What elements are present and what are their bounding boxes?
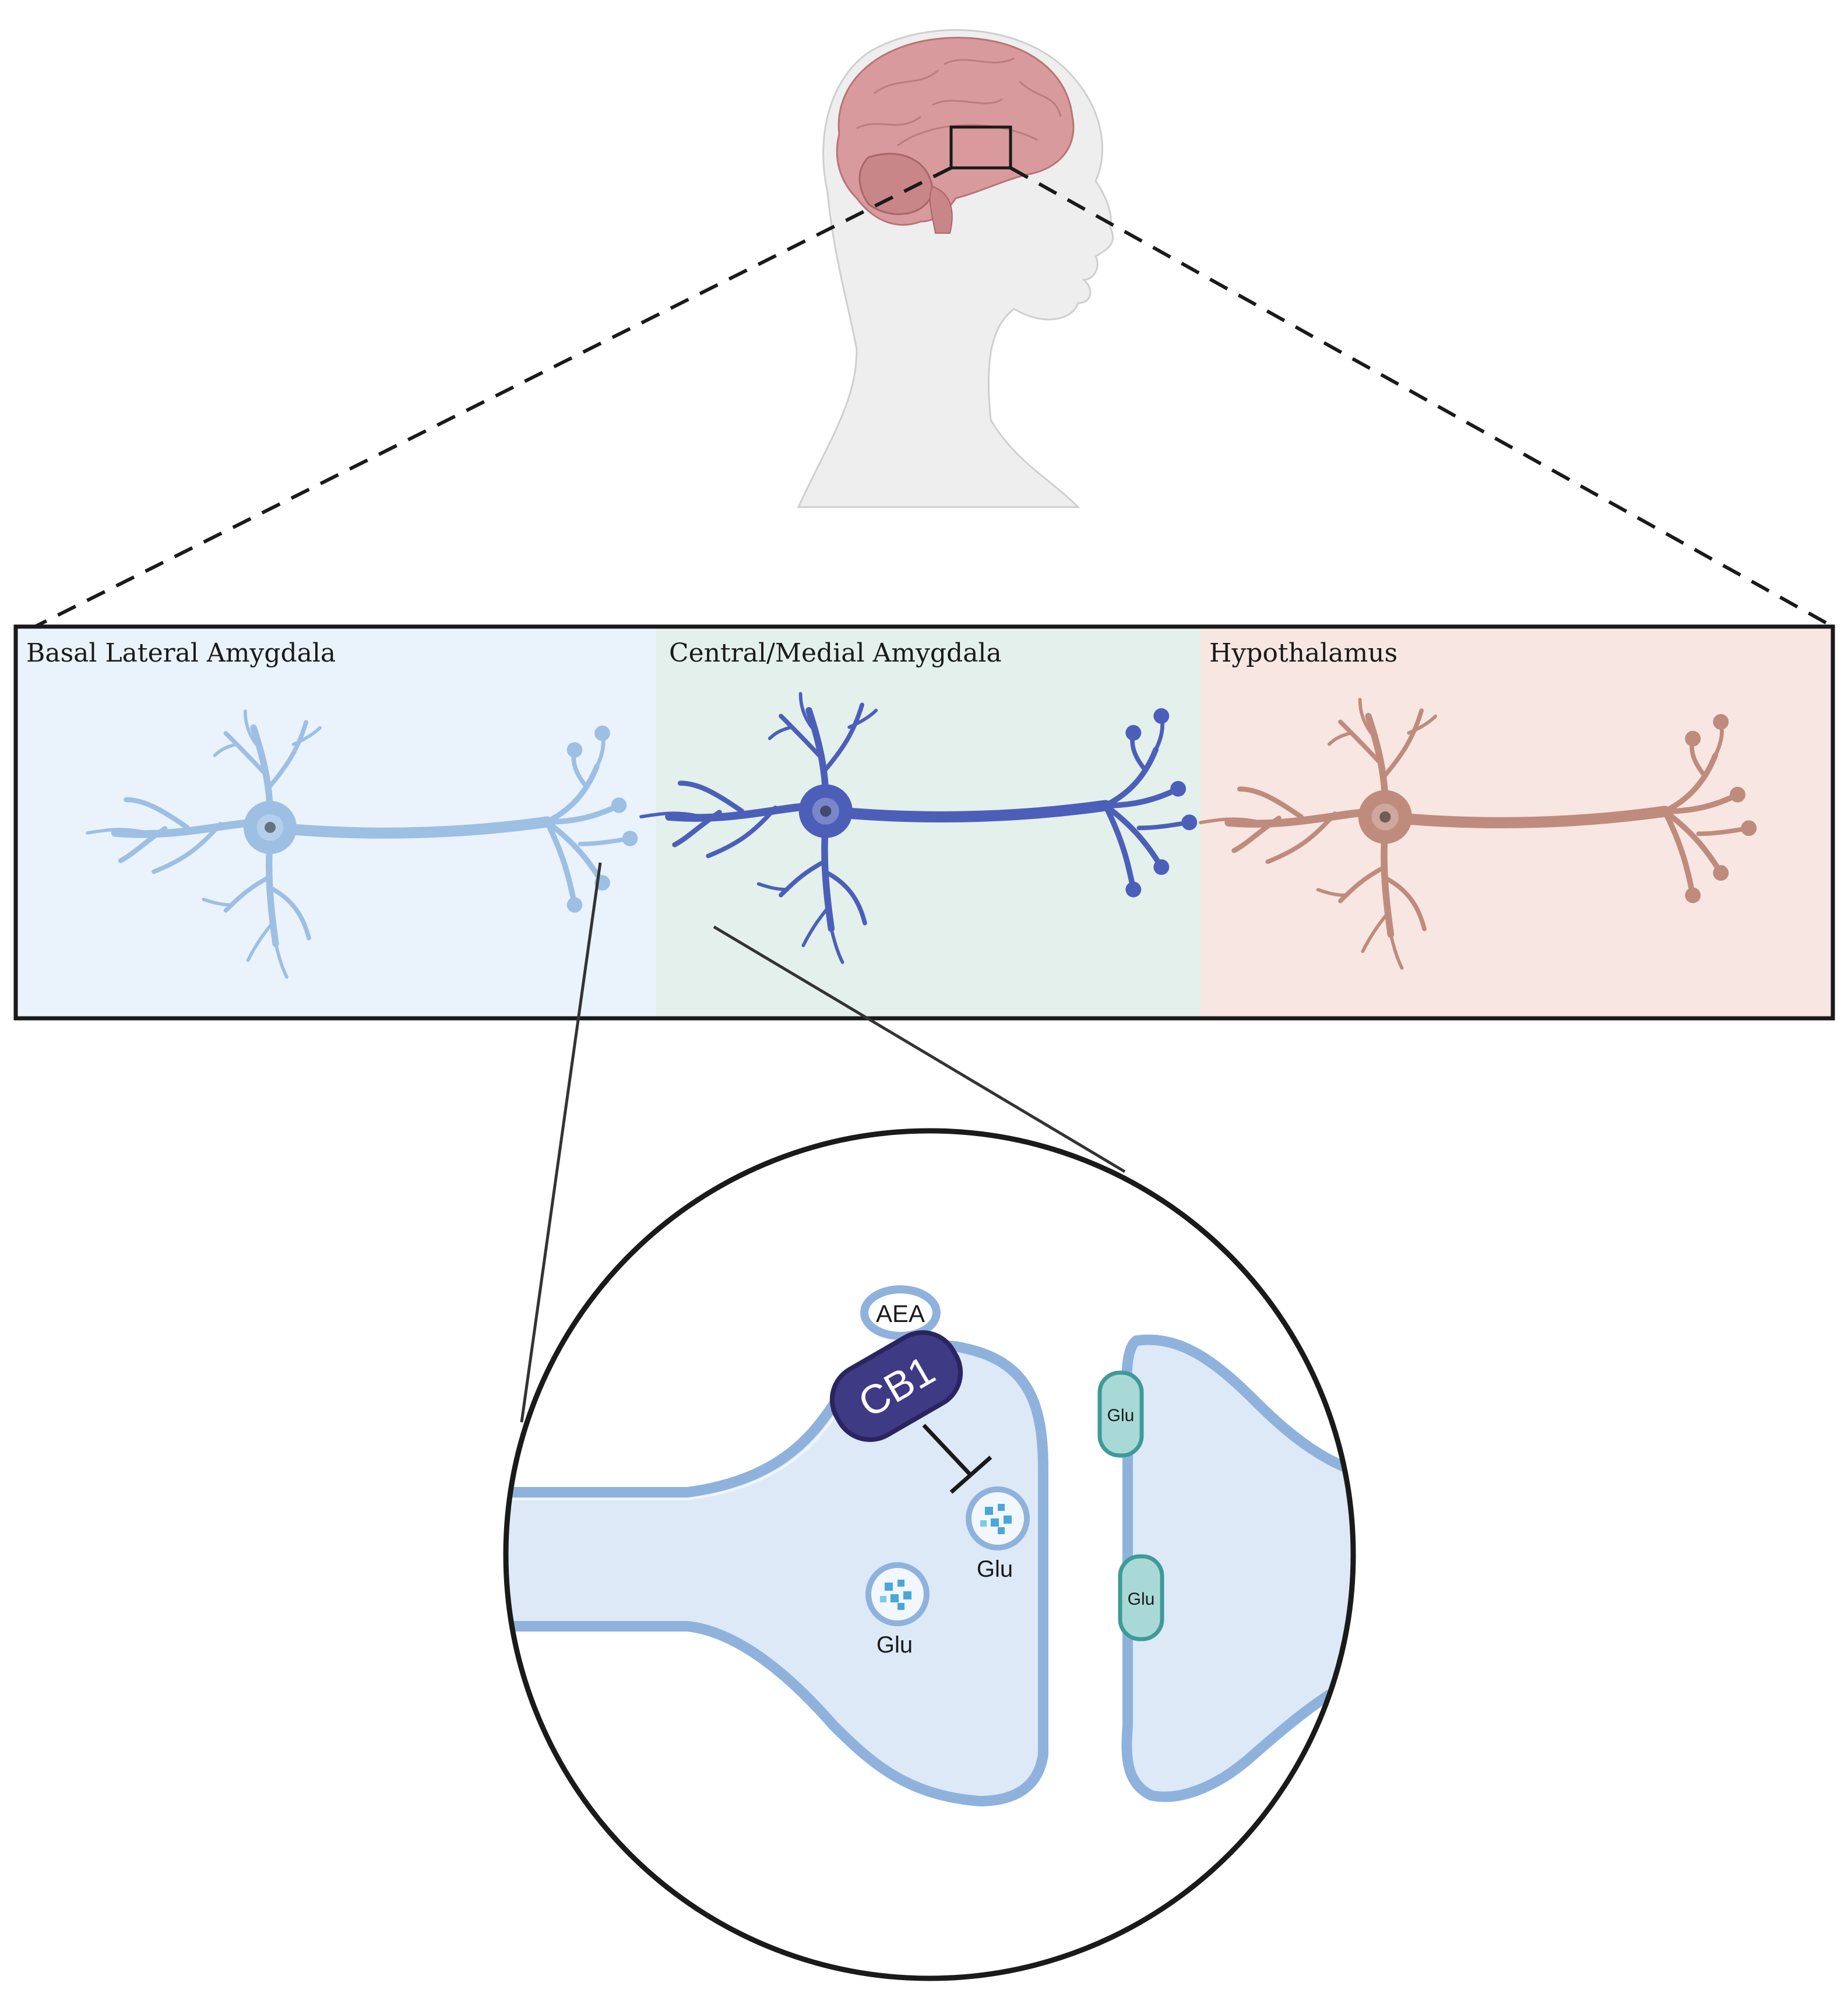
vesicle-1: Glu (966, 1486, 1030, 1582)
vesicle-2-label: Glu (877, 1632, 913, 1658)
zoom-box (949, 125, 1012, 170)
zoom-line-left (34, 166, 952, 628)
postsynaptic-receptor-1-label: Glu (1107, 1406, 1135, 1425)
zoom-line-synapse-right (713, 925, 1126, 1173)
postsynaptic-receptor-2-label: Glu (1128, 1590, 1155, 1609)
region-panel-border (13, 624, 1835, 1021)
aea-label: AEA (876, 1300, 925, 1327)
head-illustration (797, 29, 1114, 508)
zoom-lines-head (34, 166, 1834, 628)
postsynaptic-receptor-1: Glu (1097, 1370, 1144, 1458)
label-hypothalamus: Hypothalamus (1209, 638, 1398, 668)
cerebellum (858, 153, 934, 215)
vesicle-2: Glu (865, 1562, 930, 1658)
synapse-inset: AEA CB1 Glu (503, 1128, 1356, 1981)
inhibition-arrow (922, 1423, 992, 1494)
region-panel: Basal Lateral Amygdala Central/Medial Am… (13, 624, 1835, 1021)
postsynaptic-terminal (1121, 1334, 1353, 1802)
postsynaptic-receptor-2: Glu (1118, 1554, 1164, 1641)
zoom-line-synapse-left (520, 862, 602, 1423)
synapse-circle-border (503, 1128, 1356, 1981)
aea-ligand: AEA (860, 1285, 941, 1340)
zoom-line-right (1009, 166, 1834, 628)
label-basal-lateral-amygdala: Basal Lateral Amygdala (26, 638, 336, 668)
zoom-lines-synapse (520, 862, 1126, 1423)
cb1-receptor: CB1 (829, 1330, 963, 1442)
label-central-medial-amygdala: Central/Medial Amygdala (669, 638, 1002, 668)
brainstem (929, 185, 953, 234)
vesicle-1-label: Glu (977, 1556, 1013, 1582)
